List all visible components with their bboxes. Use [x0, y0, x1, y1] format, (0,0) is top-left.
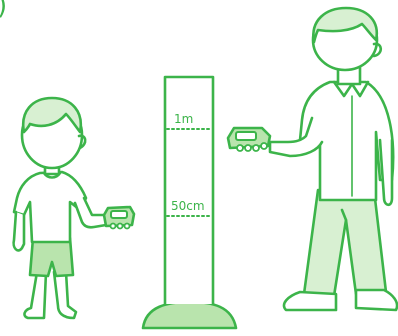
adult-car-wheel-1	[237, 145, 243, 151]
corner-mark: )	[0, 0, 7, 21]
child-left-leg	[24, 272, 46, 318]
pole-base	[143, 302, 236, 328]
child-figure	[14, 98, 112, 318]
child-shorts	[30, 238, 73, 276]
child-right-leg	[54, 272, 76, 318]
adult-figure	[270, 8, 397, 310]
measuring-pole: 1m 50cm	[143, 77, 236, 328]
ruler-label-1m: 1m	[174, 112, 193, 126]
child-car-window	[111, 211, 127, 218]
adult-car-window	[236, 132, 256, 140]
adult-right-shoe	[356, 290, 397, 310]
adult-car-wheel-3	[253, 145, 259, 151]
child-car-wheel-3	[125, 224, 130, 229]
adult-arm	[270, 118, 322, 156]
adult-pants	[304, 190, 386, 296]
adult-left-shoe	[284, 292, 336, 310]
child-car-wheel-2	[118, 224, 123, 229]
adult-car-wheel-2	[245, 145, 251, 151]
adult-toy-car	[228, 128, 270, 151]
child-left-arm	[14, 212, 24, 250]
adult-other-arm	[380, 140, 392, 205]
adult-car-wheel-4	[261, 143, 267, 149]
ruler-label-50cm: 50cm	[171, 199, 205, 213]
child-car-wheel-1	[111, 224, 116, 229]
child-toy-car	[104, 207, 134, 229]
